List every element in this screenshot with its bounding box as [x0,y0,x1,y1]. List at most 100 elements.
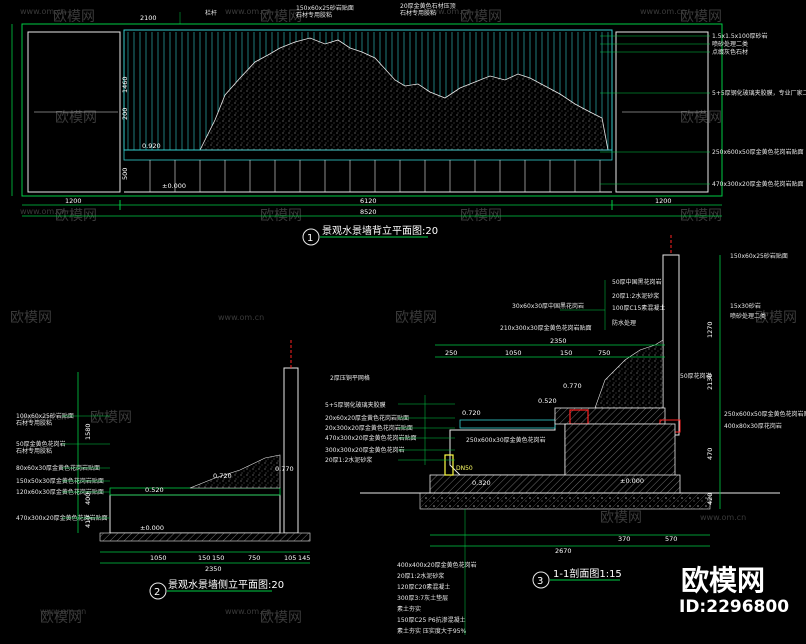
back-frame [21,23,723,197]
watermark-brand: 欧模网 [680,110,722,126]
watermark-5: 欧模网 [55,110,97,126]
watermark-brand: 欧模网 [260,610,302,626]
watermark-8: 欧模网 www.om.cn [20,207,97,224]
brand-badge: 欧模网 ID:2296800 [679,564,789,617]
section-level-3: 0.520 [538,397,557,405]
dim-top: 2100 [140,14,157,22]
side-note-3: 50厚金黄色花岗岩 [16,440,66,448]
side-dim-4: 750 [248,554,260,562]
side-note-1: 100x60x25砂岩贴面 [16,412,74,420]
section-note-l1: 2厚压铜平网格 [330,374,370,382]
watermark-brand: 欧模网 [53,9,95,25]
dim-v2: 200 [121,108,129,120]
note-right-1: 1.5x1.5x100厚砂岩 [712,32,768,40]
section-pipe-label: DN50 [456,465,473,472]
note-top-3: 20厚金黄色石材压顶 [400,2,456,10]
watermark-brand: 欧模网 [680,9,722,25]
watermark-12: 欧模网 www.om.cn [10,310,264,326]
watermark-brand: 欧模网 [600,510,642,526]
section: DN50 2670 370 570 250 1050 150 750 2350 … [325,235,806,635]
side-dim-1: 1050 [150,554,167,562]
dim-left: 1200 [65,197,82,205]
section-note-l7: 20厚1:2水泥砂浆 [325,456,372,464]
section-note-r4: 50厚花岗岩 [680,372,712,380]
base-band [123,149,613,161]
section-v-1: 1270 [706,321,714,338]
section-note-t5: 100厚C15素混凝土 [612,304,665,312]
watermark-brand: 欧模网 [90,410,132,426]
base-joints [149,160,601,192]
side-level-4: ±0.000 [140,524,164,532]
section-note-b3: 120厚C20素混凝土 [397,583,450,591]
badge-brand: 欧模网 [681,564,765,597]
section-note-b2: 20厚1:2水泥砂浆 [397,572,444,580]
watermark-brand: 欧模网 [55,110,97,126]
dim-center: 6120 [360,197,377,205]
watermark-url: www.om.cn [225,607,271,616]
watermark-brand: 欧模网 [395,310,437,326]
section-v-2: 2130 [706,373,714,390]
title-bubble-3 [532,571,550,589]
side-rock [189,454,281,489]
section-wall [662,254,680,436]
section-pipe [444,454,454,476]
dim-v3: 500 [121,168,129,180]
section-note-b4: 300厚3:7灰土垫层 [397,594,448,602]
title-bubble-2 [149,582,167,600]
note-right-2: 喷砂处理二类 [712,40,748,48]
watermark-15: 欧模网 www.om.cn [20,410,132,426]
section-note-l2: 5+5厚钢化玻璃夹胶膜 [325,401,386,409]
section-note-b6: 150厚C25 P6抗渗混凝土 [397,616,466,624]
section-top-dim-4: 750 [598,349,610,357]
section-level-2: 0.720 [462,409,481,417]
section-note-r1: 150x60x25砂岩贴面 [730,252,788,260]
section-subbase [419,492,711,510]
section-note-r6: 400x80x30厚花岗岩 [724,422,782,430]
level-2: ±0.000 [162,182,186,190]
level-1: 0.920 [142,142,161,150]
side-dim-6: 145 [298,554,310,562]
title-number-2: 2 [154,587,160,598]
side-level-3: 0.520 [145,486,164,494]
side-pool [109,494,281,534]
watermark-url: www.om.cn [700,513,746,522]
badge-id: ID:2296800 [679,597,789,617]
side-note-6: 150x50x30厚金黄色花岗岩贴面 [16,477,104,485]
note-right-3: 点缀灰色石材 [712,48,748,56]
watermark-url: www.om.cn [20,207,66,216]
watermark-brand: 欧模网 [10,310,52,326]
side-note-5: 80x60x30厚金黄色花岗岩贴面 [16,464,100,472]
side-note-8: 470x300x20厚金黄色花岗岩贴面 [16,514,108,522]
watermark-3: 欧模网 www.om.cn [425,7,502,25]
side-level-1: 0.720 [213,472,232,480]
section-dim-2: 370 [618,535,630,543]
section-v-3: 470 [706,448,714,460]
section-water [459,419,556,429]
watermark-18: 欧模网 www.om.cn [600,510,746,526]
section-note-l6: 300x300x20厚金黄色花岗岩 [325,446,405,454]
side-v-3: 410 [84,516,92,528]
note-top-2: 石材专用胶粘 [296,11,332,19]
side-wall [283,367,299,534]
side-base [99,532,311,542]
watermark-url: www.om.cn [225,7,271,16]
section-note-l5: 470x300x20厚金黄色花岗岩贴面 [325,434,417,442]
title-2: 景观水景墙侧立平面图:20 [168,578,284,591]
watermark-url: www.om.cn [425,7,471,16]
section-level-1: 0.770 [563,382,582,390]
elevation-side: 1050 150 150 750 105 145 2350 0.720 0.77… [16,340,311,600]
watermark-1: 欧模网 www.om.cn [20,7,95,25]
dim-v1: 1460 [121,76,129,93]
left-panel [27,31,121,193]
section-top-dim-1: 250 [445,349,457,357]
note-right-4: 5+5厚钢化玻璃夹胶膜，专业厂家二次深化设计 [712,89,806,97]
side-level-2: 0.770 [275,465,294,473]
watermark-14: 欧模网 [755,310,797,326]
watermark-url: www.om.cn [20,7,66,16]
watermark-brand: 欧模网 [755,310,797,326]
section-note-t1: 30x60x30厚中国黑花岗岩 [512,302,584,310]
note-rail: 栏杆 [205,9,217,17]
section-note-l4: 20x300x20厚金黄色花岗岩贴面 [325,424,413,432]
title-number-1: 1 [307,233,313,244]
